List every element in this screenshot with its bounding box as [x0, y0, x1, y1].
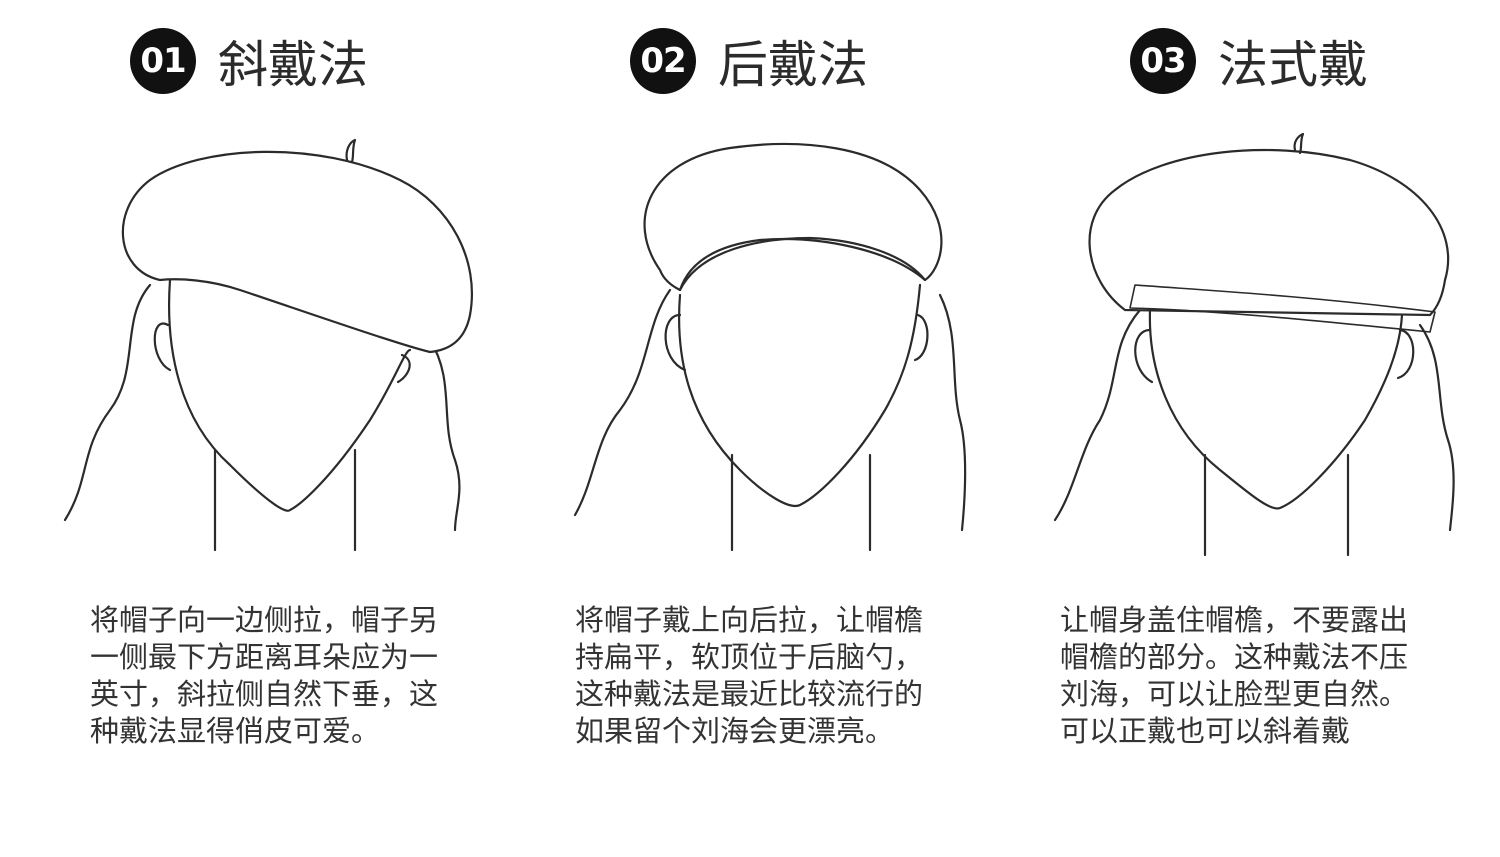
tilted-beret-illustration: [63, 138, 473, 552]
description-line: 这种戴法是最近比较流行的: [575, 677, 924, 711]
french-beret-illustration: [1053, 132, 1455, 557]
description-line: 帽檐的部分。这种戴法不压: [1060, 640, 1409, 674]
description-line: 刘海，可以让脸型更自然。: [1060, 677, 1409, 711]
description-line: 如果留个刘海会更漂亮。: [575, 714, 895, 748]
method-number-badge-3: 03: [1130, 28, 1196, 94]
method-description-2: 将帽子戴上向后拉，让帽檐 持扁平，软顶位于后脑勺， 这种戴法是最近比较流行的 如…: [575, 602, 975, 750]
method-number-badge-2: 02: [630, 28, 696, 94]
description-line: 一侧最下方距离耳朵应为一: [90, 640, 439, 674]
method-panel-1: 01 斜戴法 将帽子向一边侧拉，帽子另 一侧最下方距离耳朵应为一 英寸，斜拉侧自…: [0, 0, 500, 857]
description-line: 英寸，斜拉侧自然下垂，这: [90, 677, 439, 711]
back-beret-illustration: [573, 142, 967, 552]
method-number-badge-1: 01: [130, 28, 196, 94]
method-panel-2: 02 后戴法 将帽子戴上向后拉，让帽檐 持扁平，软顶位于后脑勺， 这种戴法是最近…: [500, 0, 1000, 857]
method-title-3: 法式戴: [1218, 36, 1368, 94]
method-panel-3: 03 法式戴 让帽身盖住帽: [1000, 0, 1500, 857]
description-line: 持扁平，软顶位于后脑勺，: [575, 640, 924, 674]
method-heading-1: 01 斜戴法: [130, 26, 368, 96]
description-line: 种戴法显得俏皮可爱。: [90, 714, 381, 748]
method-description-3: 让帽身盖住帽檐，不要露出 帽檐的部分。这种戴法不压 刘海，可以让脸型更自然。 可…: [1060, 602, 1460, 750]
method-heading-2: 02 后戴法: [630, 26, 868, 96]
method-title-2: 后戴法: [718, 36, 868, 94]
description-line: 可以正戴也可以斜着戴: [1060, 714, 1351, 748]
method-description-1: 将帽子向一边侧拉，帽子另 一侧最下方距离耳朵应为一 英寸，斜拉侧自然下垂，这 种…: [90, 602, 490, 750]
description-line: 将帽子戴上向后拉，让帽檐: [575, 603, 924, 637]
description-line: 让帽身盖住帽檐，不要露出: [1060, 603, 1409, 637]
description-line: 将帽子向一边侧拉，帽子另: [90, 603, 439, 637]
method-heading-3: 03 法式戴: [1130, 26, 1368, 96]
method-title-1: 斜戴法: [218, 36, 368, 94]
